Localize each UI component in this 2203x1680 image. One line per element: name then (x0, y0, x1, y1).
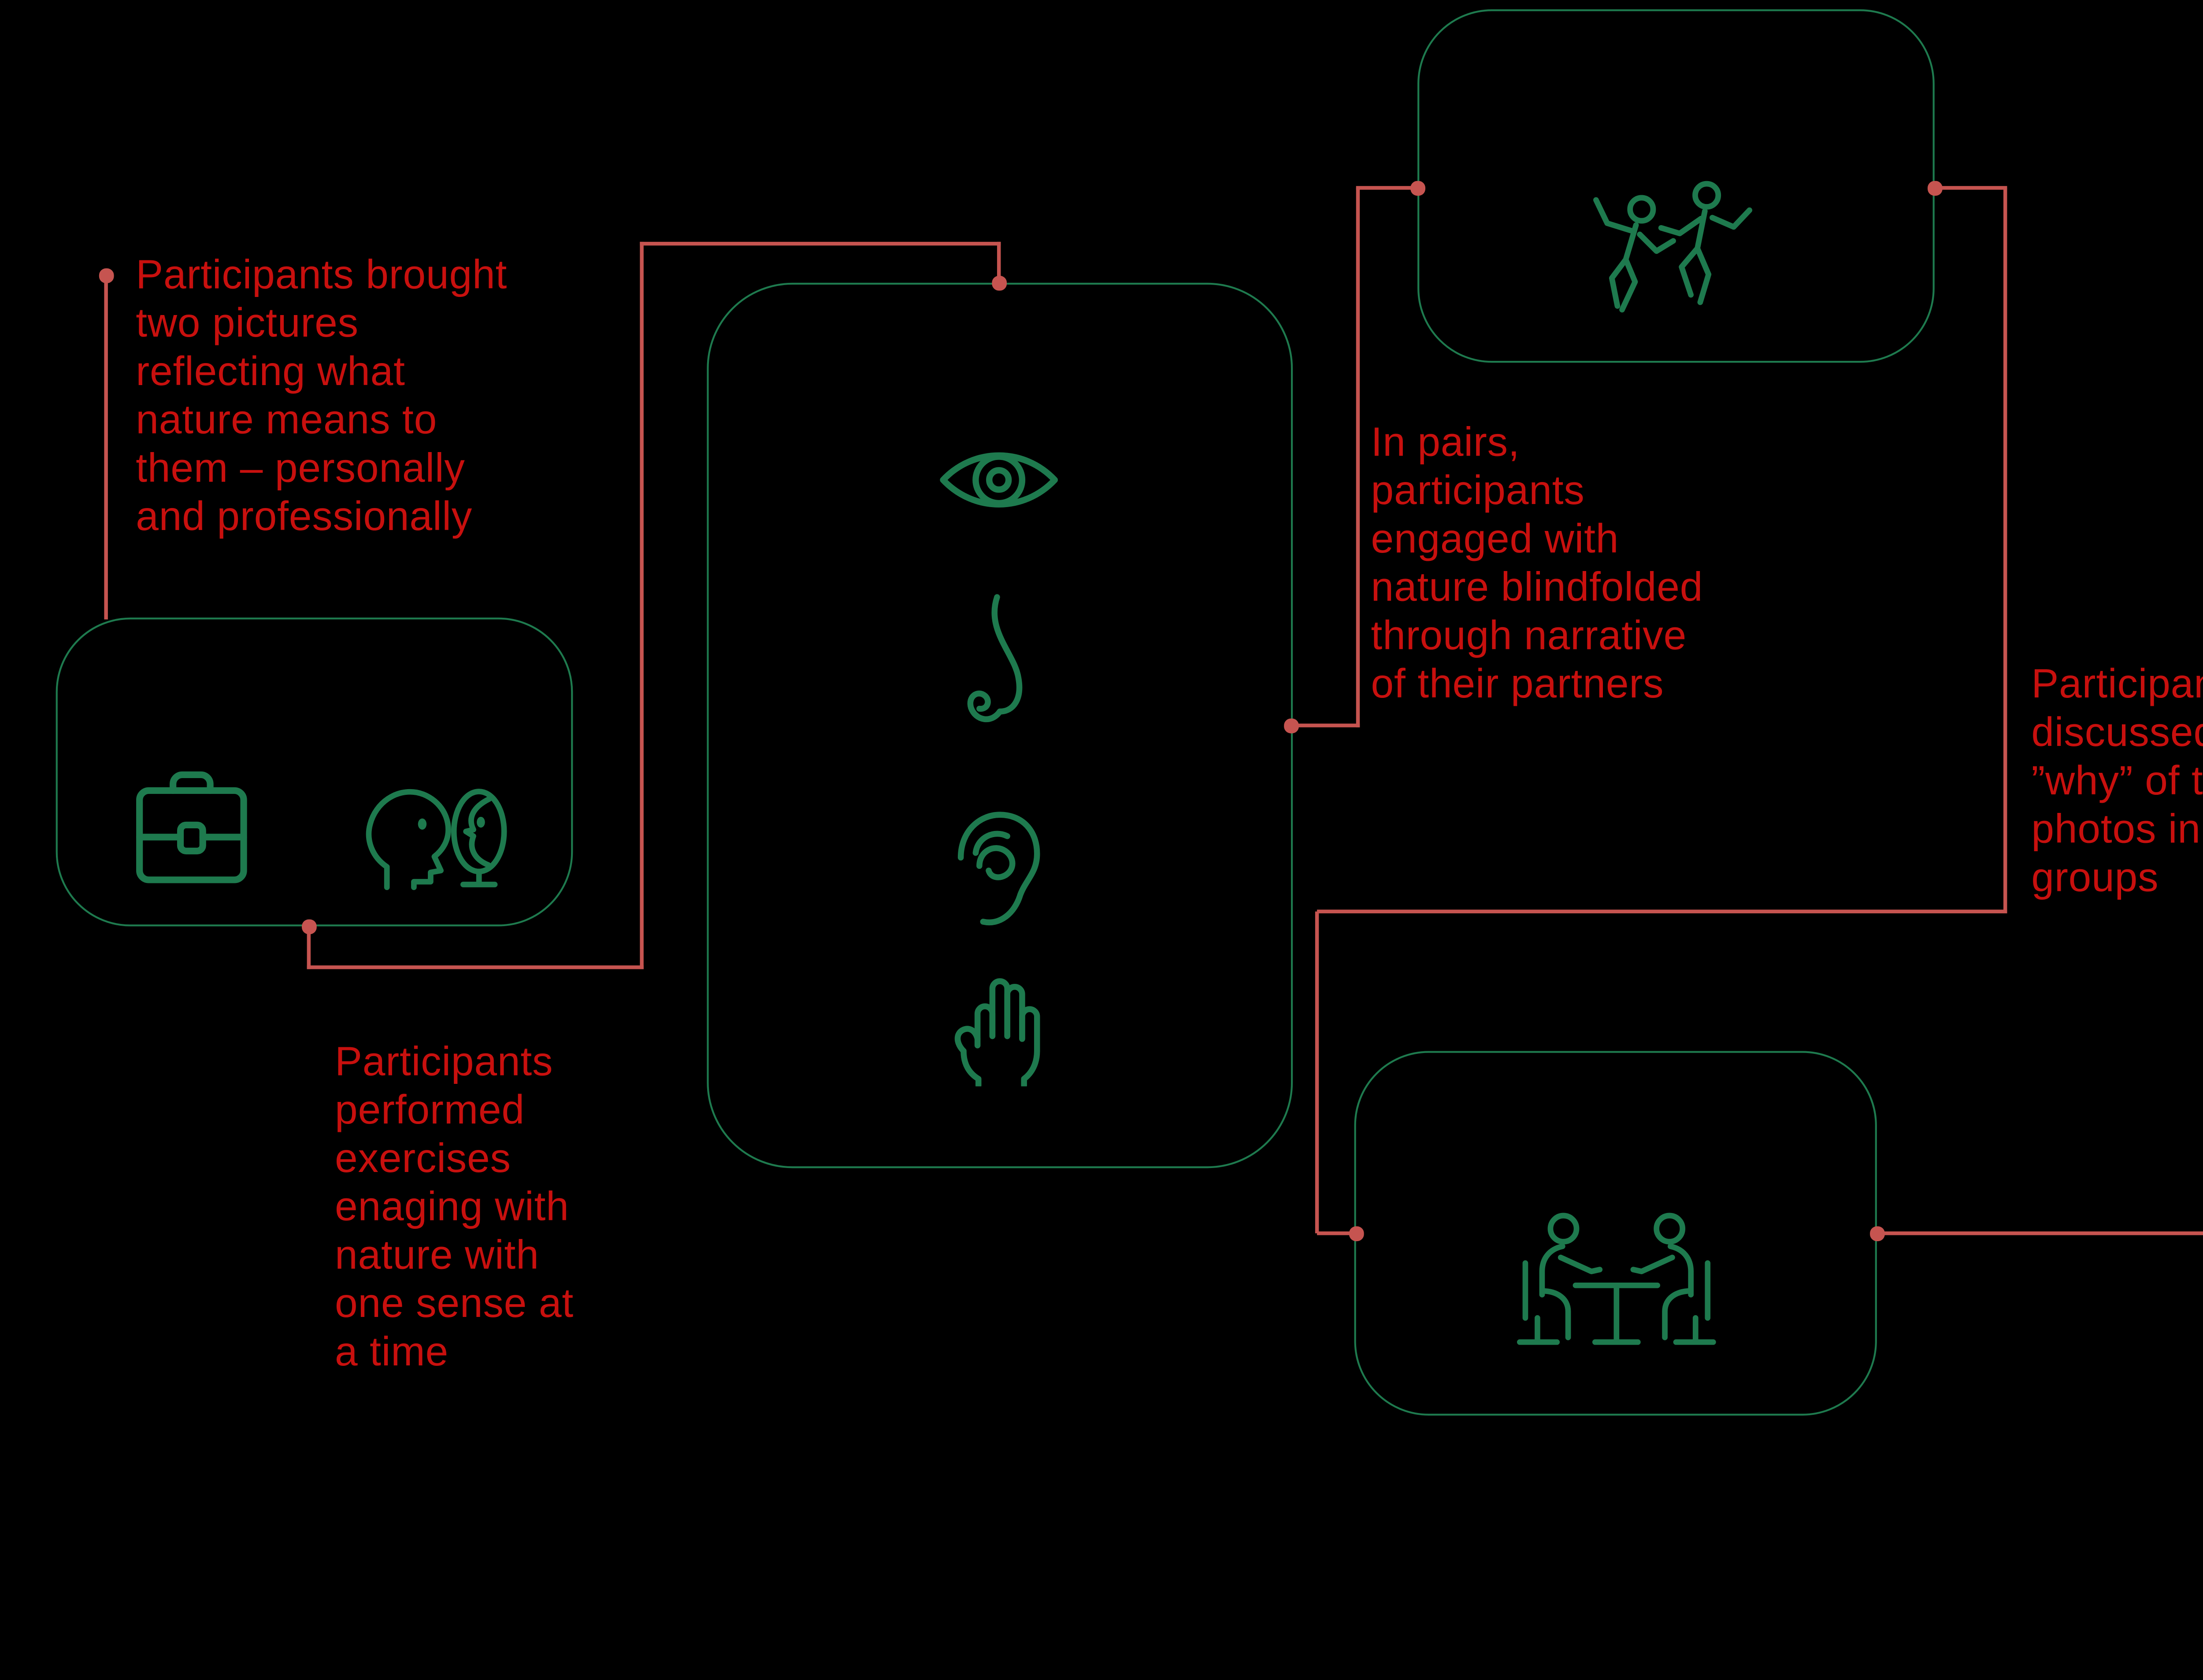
hand-icon (950, 971, 1051, 1087)
nose-icon (958, 592, 1043, 733)
senses-note: Participants performed exercises enaging… (334, 1038, 574, 1375)
connector-line (307, 926, 311, 969)
connector-line (640, 241, 1001, 245)
pairs-note: In pairs, participants engaged with natu… (1371, 418, 1703, 707)
connector-line (1317, 910, 2007, 913)
connector-line (640, 241, 644, 969)
pictures-note: Participants brought two pictures reflec… (136, 251, 508, 540)
person-mirror-icon (359, 774, 508, 893)
connector-line (307, 966, 644, 969)
briefcase-icon (134, 766, 249, 889)
connector-line (1934, 186, 2007, 189)
connector-dot (1870, 1226, 1884, 1240)
dancing-people-icon (1568, 177, 1769, 322)
connector-line (1316, 911, 1319, 1234)
group-note: Participants discussed the ”why” of the … (2031, 660, 2203, 901)
connector-line (1877, 1231, 2203, 1235)
ear-icon (953, 807, 1046, 938)
connector-line (1357, 188, 1360, 727)
connector-dot (1284, 718, 1298, 733)
eye-icon (938, 437, 1061, 523)
connector-dot (302, 919, 316, 934)
connector-line (1317, 1231, 1356, 1235)
connector-dot (1927, 181, 1942, 195)
connector-line (2004, 188, 2007, 913)
people-at-table-icon (1507, 1200, 1726, 1364)
connector-line (104, 275, 108, 619)
connector-line (997, 241, 1001, 283)
connector-dot (1349, 1226, 1363, 1240)
connector-dot (99, 268, 113, 282)
connector-dot (992, 275, 1006, 290)
connector-line (1356, 186, 1418, 189)
connector-line (1291, 724, 1360, 727)
connector-dot (1410, 181, 1424, 195)
